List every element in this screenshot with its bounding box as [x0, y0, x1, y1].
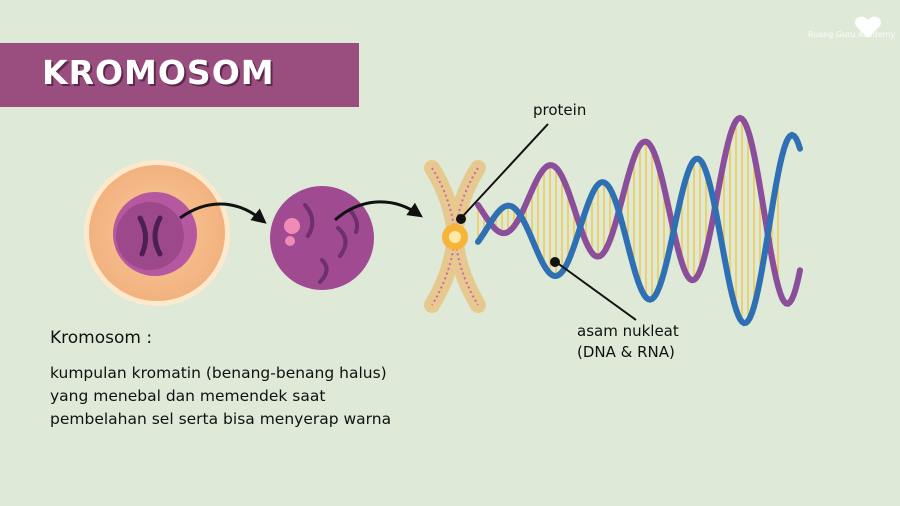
chromosome-icon [424, 160, 486, 313]
cell-icon [84, 160, 230, 306]
protein-pointer-line [461, 123, 549, 218]
page-title: KROMOSOM [42, 53, 275, 92]
dna-strand-blue [475, 131, 803, 327]
nucleic-acid-pointer-dot [550, 257, 560, 267]
protein-pointer-dot [456, 214, 466, 224]
arrow-1 [179, 202, 267, 224]
nucleic-acid-label: asam nukleat [577, 322, 679, 340]
dna-strand-purple [475, 114, 803, 307]
nucleic-acid-sublabel: (DNA & RNA) [577, 343, 675, 361]
definition-body: kumpulan kromatin (benang-benang halus) … [50, 364, 392, 428]
definition-heading: Kromosom : [50, 328, 153, 348]
protein-label: protein [533, 101, 587, 119]
title-banner [0, 43, 359, 107]
logo-text: Ruang Guru Academy [808, 30, 896, 39]
nucleic-acid-pointer-line [555, 261, 637, 321]
arrow-2 [334, 200, 423, 222]
heart-logo-icon [855, 16, 881, 38]
dna-helix-icon [475, 114, 803, 327]
nucleus-icon [270, 186, 374, 290]
